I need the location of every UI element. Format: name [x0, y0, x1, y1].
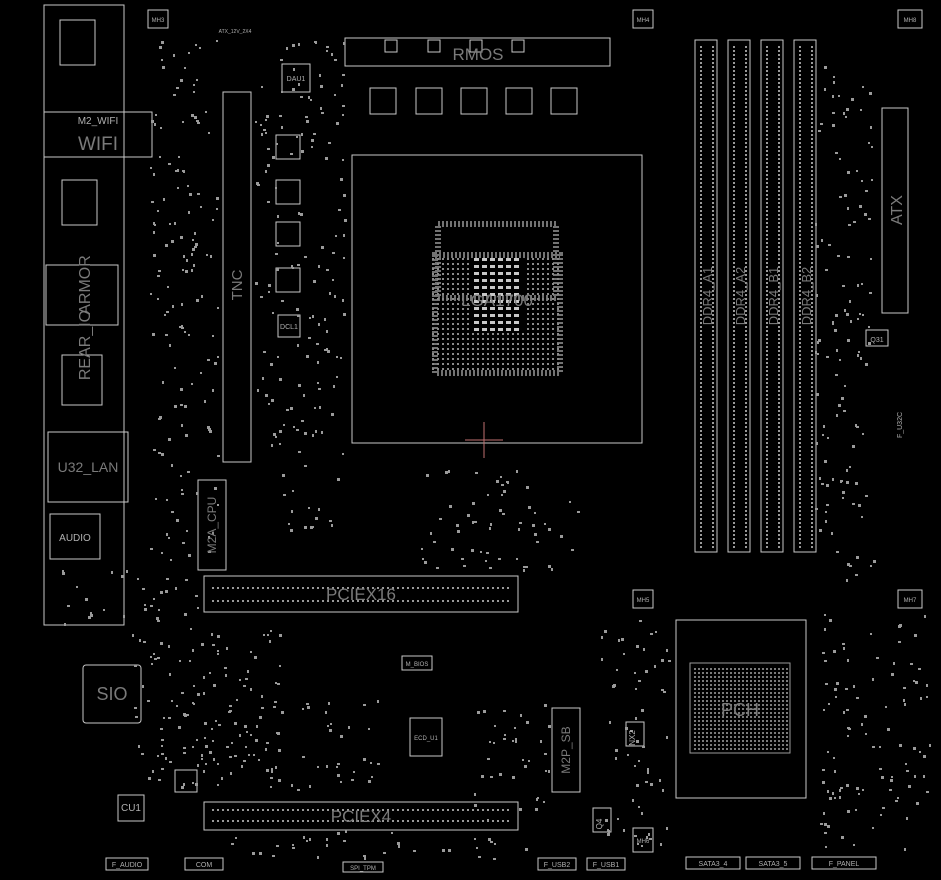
label-mh6: MH6 [637, 839, 650, 845]
pch-outline [675, 619, 807, 799]
label-wifi: WIFI [78, 134, 118, 155]
label-cu1: CU1 [121, 803, 141, 814]
component-pads [62, 40, 931, 860]
label-pciex16: PCIEX16 [326, 585, 396, 604]
label-atx-12v: ATX_12V_2X4 [219, 29, 252, 35]
socket-pin-grid [432, 258, 559, 370]
atx-power-connector [881, 107, 909, 314]
label-audio: AUDIO [59, 533, 91, 544]
dimm-slot-a1 [694, 39, 718, 553]
f-audio-header [105, 857, 149, 871]
label-lan: U32_LAN [58, 459, 119, 475]
mount-hole-mh6 [632, 827, 654, 853]
label-mh8: MH8 [904, 18, 917, 24]
sata-b-header [745, 856, 801, 870]
label-mh5: MH5 [637, 598, 650, 604]
label-sata-a: SATA3_4 [699, 861, 728, 868]
label-nx2: NX2 [628, 730, 637, 746]
lan-chip [47, 431, 129, 503]
socket-die-pattern [432, 221, 563, 376]
label-f-usb2: F_USB2 [544, 862, 571, 869]
label-cpu-socket: LGA1700 [461, 291, 533, 310]
com-header [184, 857, 224, 871]
label-armor: ARMOR [77, 255, 94, 315]
label-sio: SIO [96, 684, 127, 704]
vrm-header [344, 37, 611, 67]
label-atx: ATX [889, 195, 906, 225]
label-dcl1: DCL1 [280, 324, 298, 331]
dimm-slot-b1 [760, 39, 784, 553]
label-m2a-cpu: M2A_CPU [205, 497, 219, 554]
f-usb2-header [537, 857, 577, 871]
vrm-phase-strip [222, 91, 252, 463]
label-mh4: MH4 [637, 18, 650, 24]
mount-hole-mh8 [897, 9, 923, 29]
label-f-panel: F_PANEL [829, 861, 860, 868]
label-mh7: MH7 [904, 598, 917, 604]
mount-hole-mh3 [147, 9, 169, 29]
label-q31: Q31 [870, 337, 883, 344]
label-ddr4-a2: DDR4_A2 [733, 267, 748, 326]
label-ddr4-b1: DDR4_B1 [766, 267, 781, 326]
vrm-chokes [275, 39, 578, 293]
sata-a-header [685, 856, 741, 870]
pch-pin-grid [694, 668, 788, 750]
label-dau1: DAU1 [287, 76, 306, 83]
pcie-contacts [212, 587, 509, 822]
mount-hole-mh7 [897, 589, 923, 609]
dimm-slot-a2 [727, 39, 751, 553]
cpu-socket-outline [351, 154, 643, 444]
label-f-audio: F_AUDIO [112, 862, 143, 869]
label-m2-wifi: M2_WIFI [78, 116, 119, 127]
m2-wifi-module [43, 111, 153, 158]
label-m2p-sb: M2P_SB [559, 726, 573, 773]
label-f-u32c: F_U32C [897, 412, 904, 438]
pciex4-slot [203, 801, 519, 831]
label-pciex4: PCIEX4 [331, 807, 391, 826]
label-sata-b: SATA3_5 [759, 861, 788, 868]
pciex16-slot [203, 575, 519, 613]
origin-marker [465, 422, 503, 458]
label-spi-tpm: SPI_TPM [350, 866, 376, 872]
label-pch: PCH [721, 700, 759, 720]
f-panel-header [811, 856, 877, 870]
mount-hole-mh5 [632, 589, 654, 609]
dimm-contacts [700, 46, 813, 548]
rear-io-column [43, 4, 125, 626]
sio-chip [82, 664, 142, 724]
audio-codec [49, 513, 101, 560]
f-usb1-header [586, 857, 626, 871]
label-mh3: MH3 [152, 18, 165, 24]
label-com: COM [196, 862, 213, 869]
m2p-sb-slot [551, 707, 581, 793]
label-vrm-strip: TNC [229, 269, 246, 300]
label-ddr4-b2: DDR4_B2 [799, 267, 814, 326]
armor-area [45, 264, 119, 326]
label-f-usb1: F_USB1 [593, 862, 620, 869]
mount-hole-mh4 [632, 9, 654, 29]
label-ecd-u1: ECD_U1 [414, 736, 438, 742]
label-q4: Q4 [595, 818, 604, 829]
label-ddr4-a1: DDR4_A1 [700, 267, 715, 326]
spi-tpm-header [342, 861, 384, 873]
m2a-cpu-slot [197, 479, 227, 571]
label-m-bios: M_BIOS [406, 662, 429, 668]
label-rear-io: REAR_IO [77, 310, 94, 380]
label-vrm: RMOS [453, 45, 504, 64]
